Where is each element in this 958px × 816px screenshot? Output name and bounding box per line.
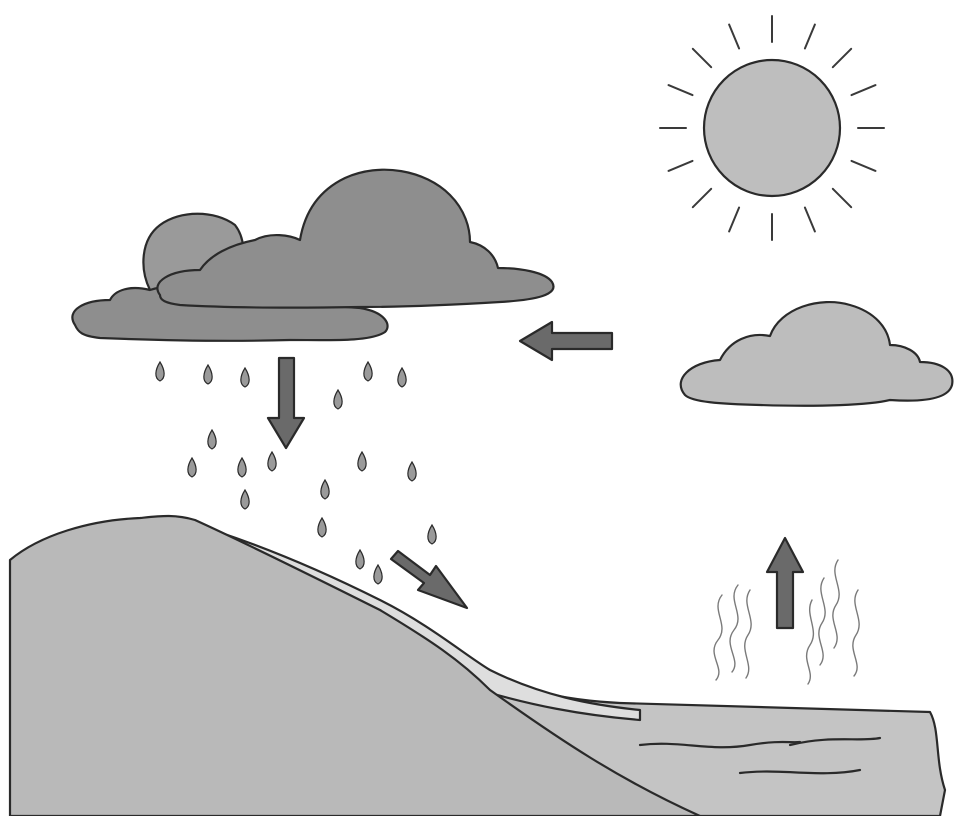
raindrop	[268, 452, 276, 471]
raindrop	[408, 462, 416, 481]
raindrop	[156, 362, 164, 381]
hill	[10, 516, 700, 816]
arrow-runoff	[391, 551, 467, 608]
sun-ray	[693, 49, 711, 67]
sun-ray	[729, 25, 739, 49]
raindrop	[188, 458, 196, 477]
raindrop	[428, 525, 436, 544]
sun-ray	[852, 85, 876, 95]
sun-ray	[833, 189, 851, 207]
raindrop	[358, 452, 366, 471]
raindrop	[334, 390, 342, 409]
raindrop	[318, 518, 326, 537]
sun-ray	[805, 25, 815, 49]
sun-ray	[669, 161, 693, 171]
sun-icon	[660, 16, 884, 240]
raindrop	[241, 490, 249, 509]
raindrop	[398, 368, 406, 387]
arrow-evaporation-up	[767, 538, 803, 628]
arrow-precipitation-down	[268, 358, 304, 448]
sun-ray	[693, 189, 711, 207]
raindrop	[238, 458, 246, 477]
raindrop	[364, 362, 372, 381]
sun-ray	[669, 85, 693, 95]
small-cloud	[681, 302, 953, 406]
raindrop	[374, 565, 382, 584]
raindrop	[208, 430, 216, 449]
raindrop	[321, 480, 329, 499]
raindrop	[241, 368, 249, 387]
sun-ray	[805, 208, 815, 232]
sun-ray	[833, 49, 851, 67]
arrow-cloud-movement-left	[520, 322, 612, 360]
sun-disc	[704, 60, 840, 196]
raindrop	[204, 365, 212, 384]
raindrop	[356, 550, 364, 569]
sun-ray	[729, 208, 739, 232]
sun-ray	[852, 161, 876, 171]
